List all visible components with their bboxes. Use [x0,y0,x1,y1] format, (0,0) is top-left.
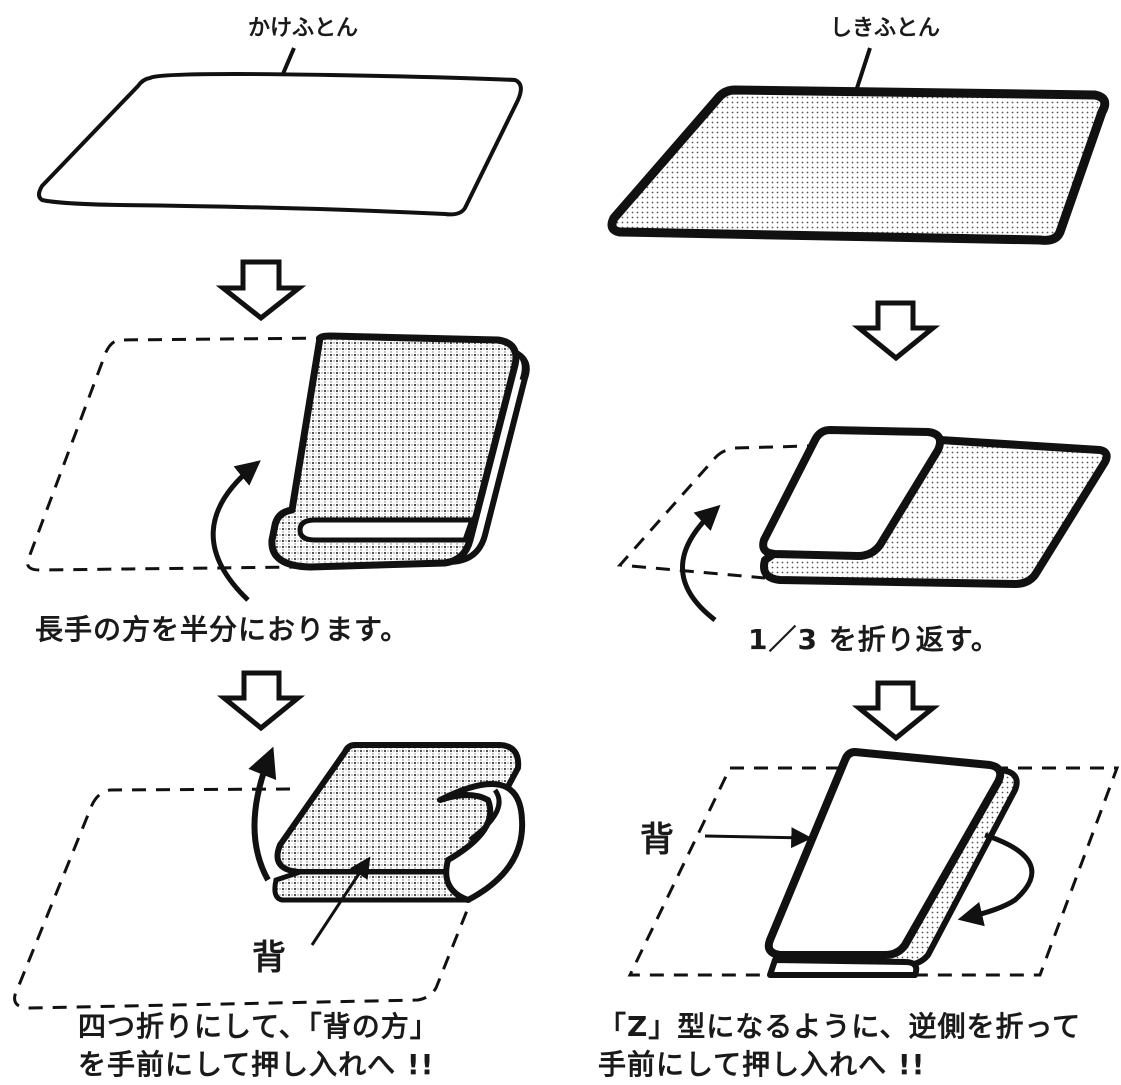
down-arrow-left-2 [216,670,306,732]
shikifuton-label: しきふとん [830,16,941,41]
right-final-caption-line1: 「Z」型になるように、逆側を折って [598,1010,1082,1043]
back-pointer-arrow-right [704,827,813,849]
left-back-label: 背 [252,938,286,978]
kakefuton-final-outline-dashed [13,787,472,1010]
kakefuton-fold-tuck [297,517,475,543]
shikifuton-z-top-cover [764,748,1005,959]
kakefuton-label: かけふとん [248,16,359,41]
right-back-label: 背 [640,820,674,860]
back-pointer-arrow-left [310,856,371,946]
kakefuton-original-outline-dashed [26,336,331,572]
right-final-caption: 「Z」型になるように、逆側を折って 手前にして押し入れへ !! [598,1008,1081,1084]
kakefuton-quarter-front [272,869,471,903]
left-final-caption-line2: を手前にして押し入れへ !! [78,1048,435,1081]
kakefuton-quarter-top [274,742,522,875]
shikifuton-z-bottom-layer [767,957,920,978]
kakefuton-flat-sheet [37,72,523,217]
kakefuton-quarter-side-folds [437,781,526,903]
down-arrow-right-2 [851,680,941,742]
shikifuton-flat-sheet [607,85,1110,245]
shikifuton-original-outline-dashed [616,443,846,580]
flip-direction-arrow-right [957,832,1035,927]
kakefuton-half-folded [268,332,520,571]
fold-direction-arrow-left-2 [248,746,277,882]
left-step1-caption: 長手の方を半分におります。 [35,613,410,646]
fold-direction-arrow-right-1 [680,504,721,622]
shikifuton-final-outline-dashed [627,766,1120,977]
down-arrow-right-1 [851,300,941,362]
right-step1-caption: 1／3 を折り返す。 [748,623,1000,656]
fold-direction-arrow-left-1 [210,460,261,602]
left-final-caption-line1: 四つ折りにして、「背の方」 [78,1010,439,1043]
down-arrow-left-1 [215,259,307,322]
right-final-caption-line2: 手前にして押し入れへ !! [598,1048,926,1081]
left-final-caption: 四つ折りにして、「背の方」 を手前にして押し入れへ !! [78,1008,439,1084]
shikifuton-folded-third [759,426,944,560]
